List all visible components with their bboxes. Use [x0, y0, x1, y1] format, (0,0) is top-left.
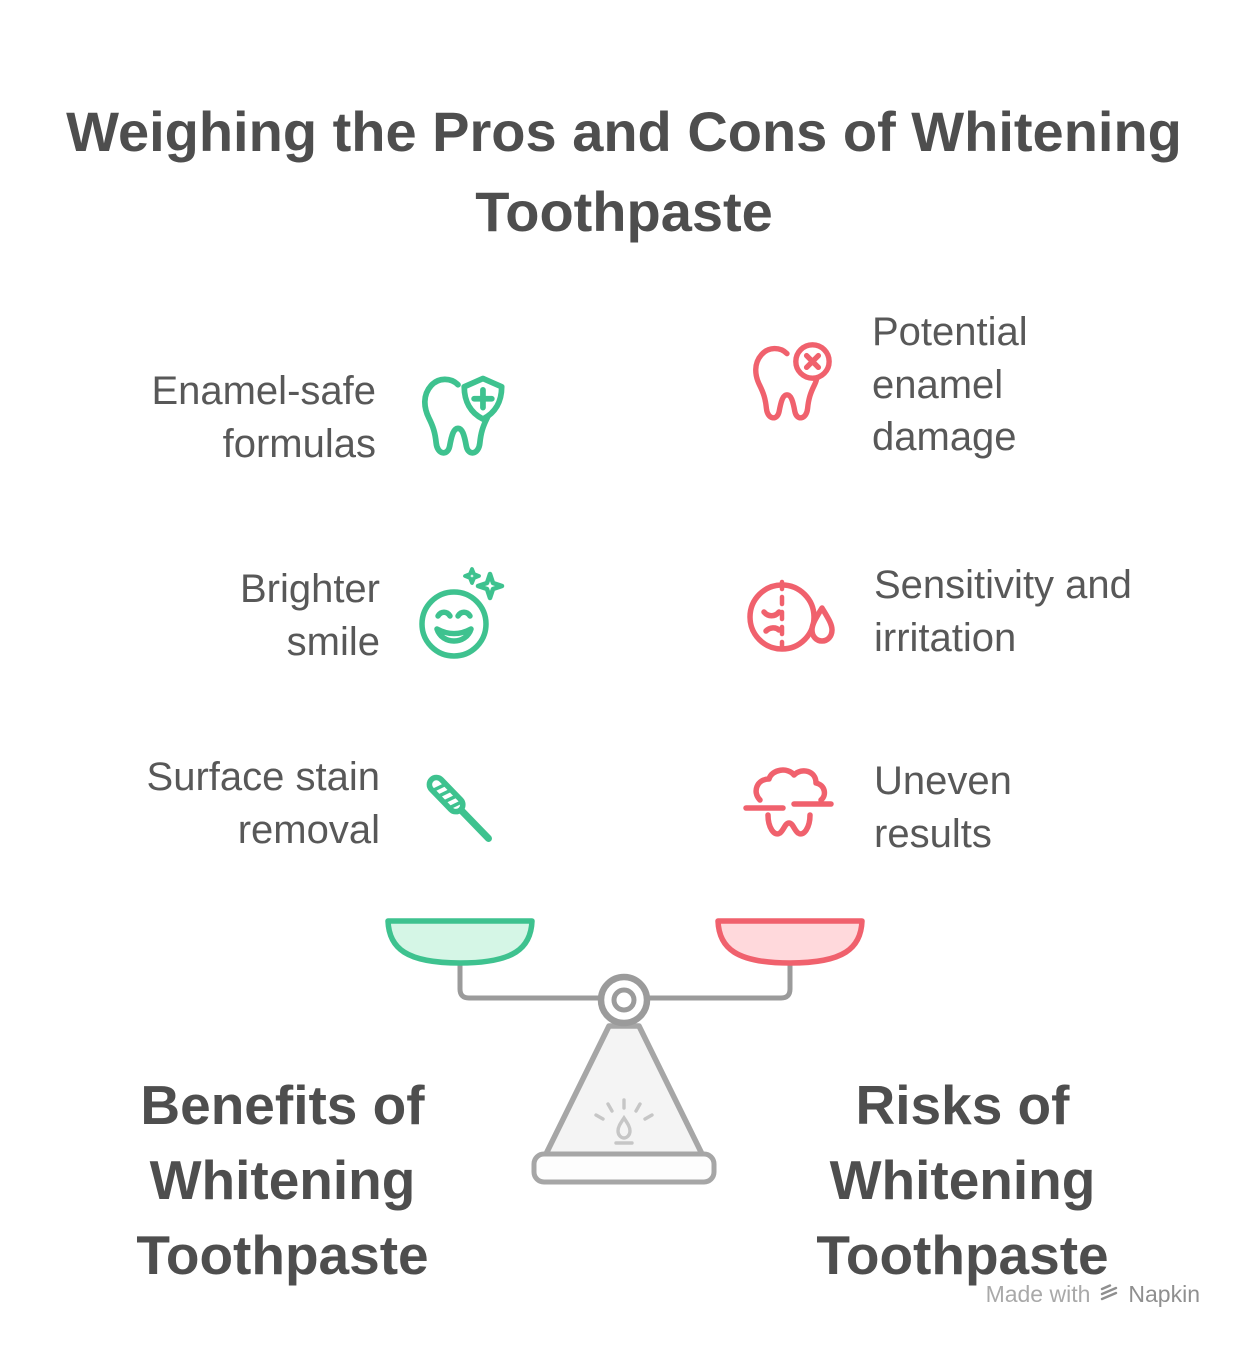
uneven-tooth-icon	[738, 758, 838, 858]
right-rod	[630, 959, 793, 1001]
benefits-title: Benefits of Whitening Toothpaste	[136, 1074, 429, 1286]
toothbrush-icon	[410, 752, 510, 856]
benefits-pan	[385, 918, 535, 966]
pro-item-label: Enamel-safe formulas	[151, 369, 376, 466]
tooth-x-icon	[738, 333, 836, 437]
page-title: Weighing the Pros and Cons of Whitening …	[66, 100, 1182, 243]
watermark-prefix: Made with	[985, 1281, 1091, 1307]
scale-stand	[542, 1023, 706, 1159]
watermark: Made with Napkin	[986, 1281, 1200, 1308]
pro-item-label: Surface stain removal	[146, 755, 380, 852]
napkin-logo-icon	[1099, 1281, 1119, 1308]
scale-pivot	[597, 973, 651, 1027]
risks-pan	[715, 918, 865, 966]
pro-item-stain-removal: Surface stain removal	[60, 744, 510, 864]
con-item-sensitivity: Sensitivity and irritation	[738, 552, 1218, 672]
con-item-label: Potential enamel damage	[872, 309, 1028, 460]
con-item-label: Sensitivity and irritation	[874, 563, 1132, 660]
pro-item-label: Brighter smile	[239, 567, 380, 664]
face-droplet-icon	[738, 562, 838, 662]
candle-glow-icon	[594, 1098, 654, 1145]
risks-title: Risks of Whitening Toothpaste	[816, 1074, 1109, 1286]
left-rod	[457, 959, 618, 1001]
con-item-enamel-damage: Potential enamel damage	[738, 300, 1218, 470]
pro-item-brighter-smile: Brighter smile	[60, 556, 510, 676]
con-item-uneven-results: Uneven results	[738, 748, 1218, 868]
tooth-shield-plus-icon	[406, 366, 510, 470]
con-item-label: Uneven results	[874, 759, 1012, 856]
pro-item-enamel-safe: Enamel-safe formulas	[60, 352, 510, 484]
watermark-brand: Napkin	[1128, 1281, 1200, 1307]
scale-base	[531, 1151, 717, 1185]
smile-sparkles-icon	[410, 566, 510, 666]
